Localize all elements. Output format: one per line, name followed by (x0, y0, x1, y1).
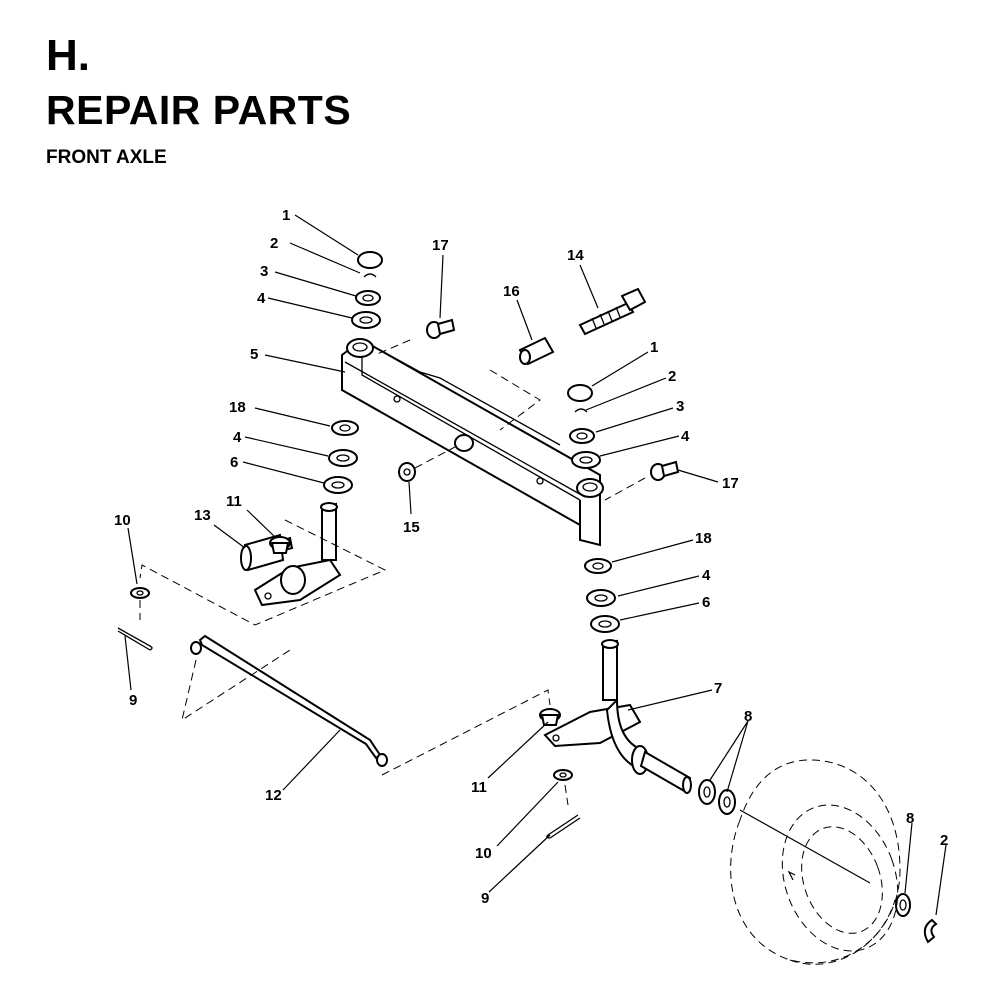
callout-labels: 1 2 3 4 5 18 4 6 17 16 14 1 2 3 4 17 15 … (114, 207, 948, 907)
assembly-guide-lines (139, 339, 646, 806)
callout-18-left: 18 (229, 399, 246, 416)
right-top-washer-stack (567, 384, 601, 469)
page-title: REPAIR PARTS (46, 87, 352, 133)
front-wheel (730, 759, 901, 965)
callout-18-right: 18 (695, 530, 712, 547)
callout-2-left: 2 (270, 235, 278, 252)
axle-beam (341, 338, 604, 547)
right-lower-washer-stack (584, 558, 620, 633)
callout-4-left-lower: 4 (233, 429, 242, 446)
callout-9-left: 9 (129, 692, 137, 709)
callout-9-right: 9 (481, 890, 489, 907)
steering-washers (130, 587, 573, 781)
callout-3-left: 3 (260, 263, 268, 280)
grease-fitting-right (650, 460, 680, 481)
callout-14: 14 (567, 247, 584, 264)
callout-17-top: 17 (432, 237, 449, 254)
pivot-bolt (578, 287, 647, 336)
callout-13: 13 (194, 507, 211, 524)
callout-4-left: 4 (257, 290, 266, 307)
page-subtitle: FRONT AXLE (46, 147, 167, 168)
callout-11-left: 11 (226, 493, 242, 510)
callout-7: 7 (714, 680, 722, 697)
flange-bearings (269, 536, 561, 726)
callout-8-top: 8 (744, 708, 752, 725)
drag-link (190, 634, 388, 767)
left-top-washer-stack (351, 251, 383, 329)
callout-3-right: 3 (676, 398, 684, 415)
callout-2-right: 2 (668, 368, 676, 385)
callout-11-right: 11 (471, 779, 487, 796)
callout-10-left: 10 (114, 512, 131, 529)
wheel-washers (698, 779, 938, 944)
grease-fitting-top (426, 318, 456, 339)
right-spindle (543, 639, 692, 794)
callout-15: 15 (403, 519, 420, 536)
callout-2-wheel: 2 (940, 832, 948, 849)
callout-17-right: 17 (722, 475, 739, 492)
callout-4-right-lower: 4 (702, 567, 711, 584)
callout-1-left: 1 (282, 207, 290, 224)
callout-6-right: 6 (702, 594, 710, 611)
callout-5: 5 (250, 346, 258, 363)
callout-16: 16 (503, 283, 520, 300)
lock-nut (398, 462, 416, 482)
callout-12: 12 (265, 787, 282, 804)
callout-6-left: 6 (230, 454, 238, 471)
callout-4-right: 4 (681, 428, 690, 445)
callout-10-right: 10 (475, 845, 492, 862)
spacer (518, 336, 555, 366)
left-lower-washer-stack (323, 420, 359, 494)
callout-1-right: 1 (650, 339, 658, 356)
leader-lines (124, 214, 947, 916)
section-letter: H. (46, 31, 90, 80)
callout-8-right: 8 (906, 810, 914, 827)
